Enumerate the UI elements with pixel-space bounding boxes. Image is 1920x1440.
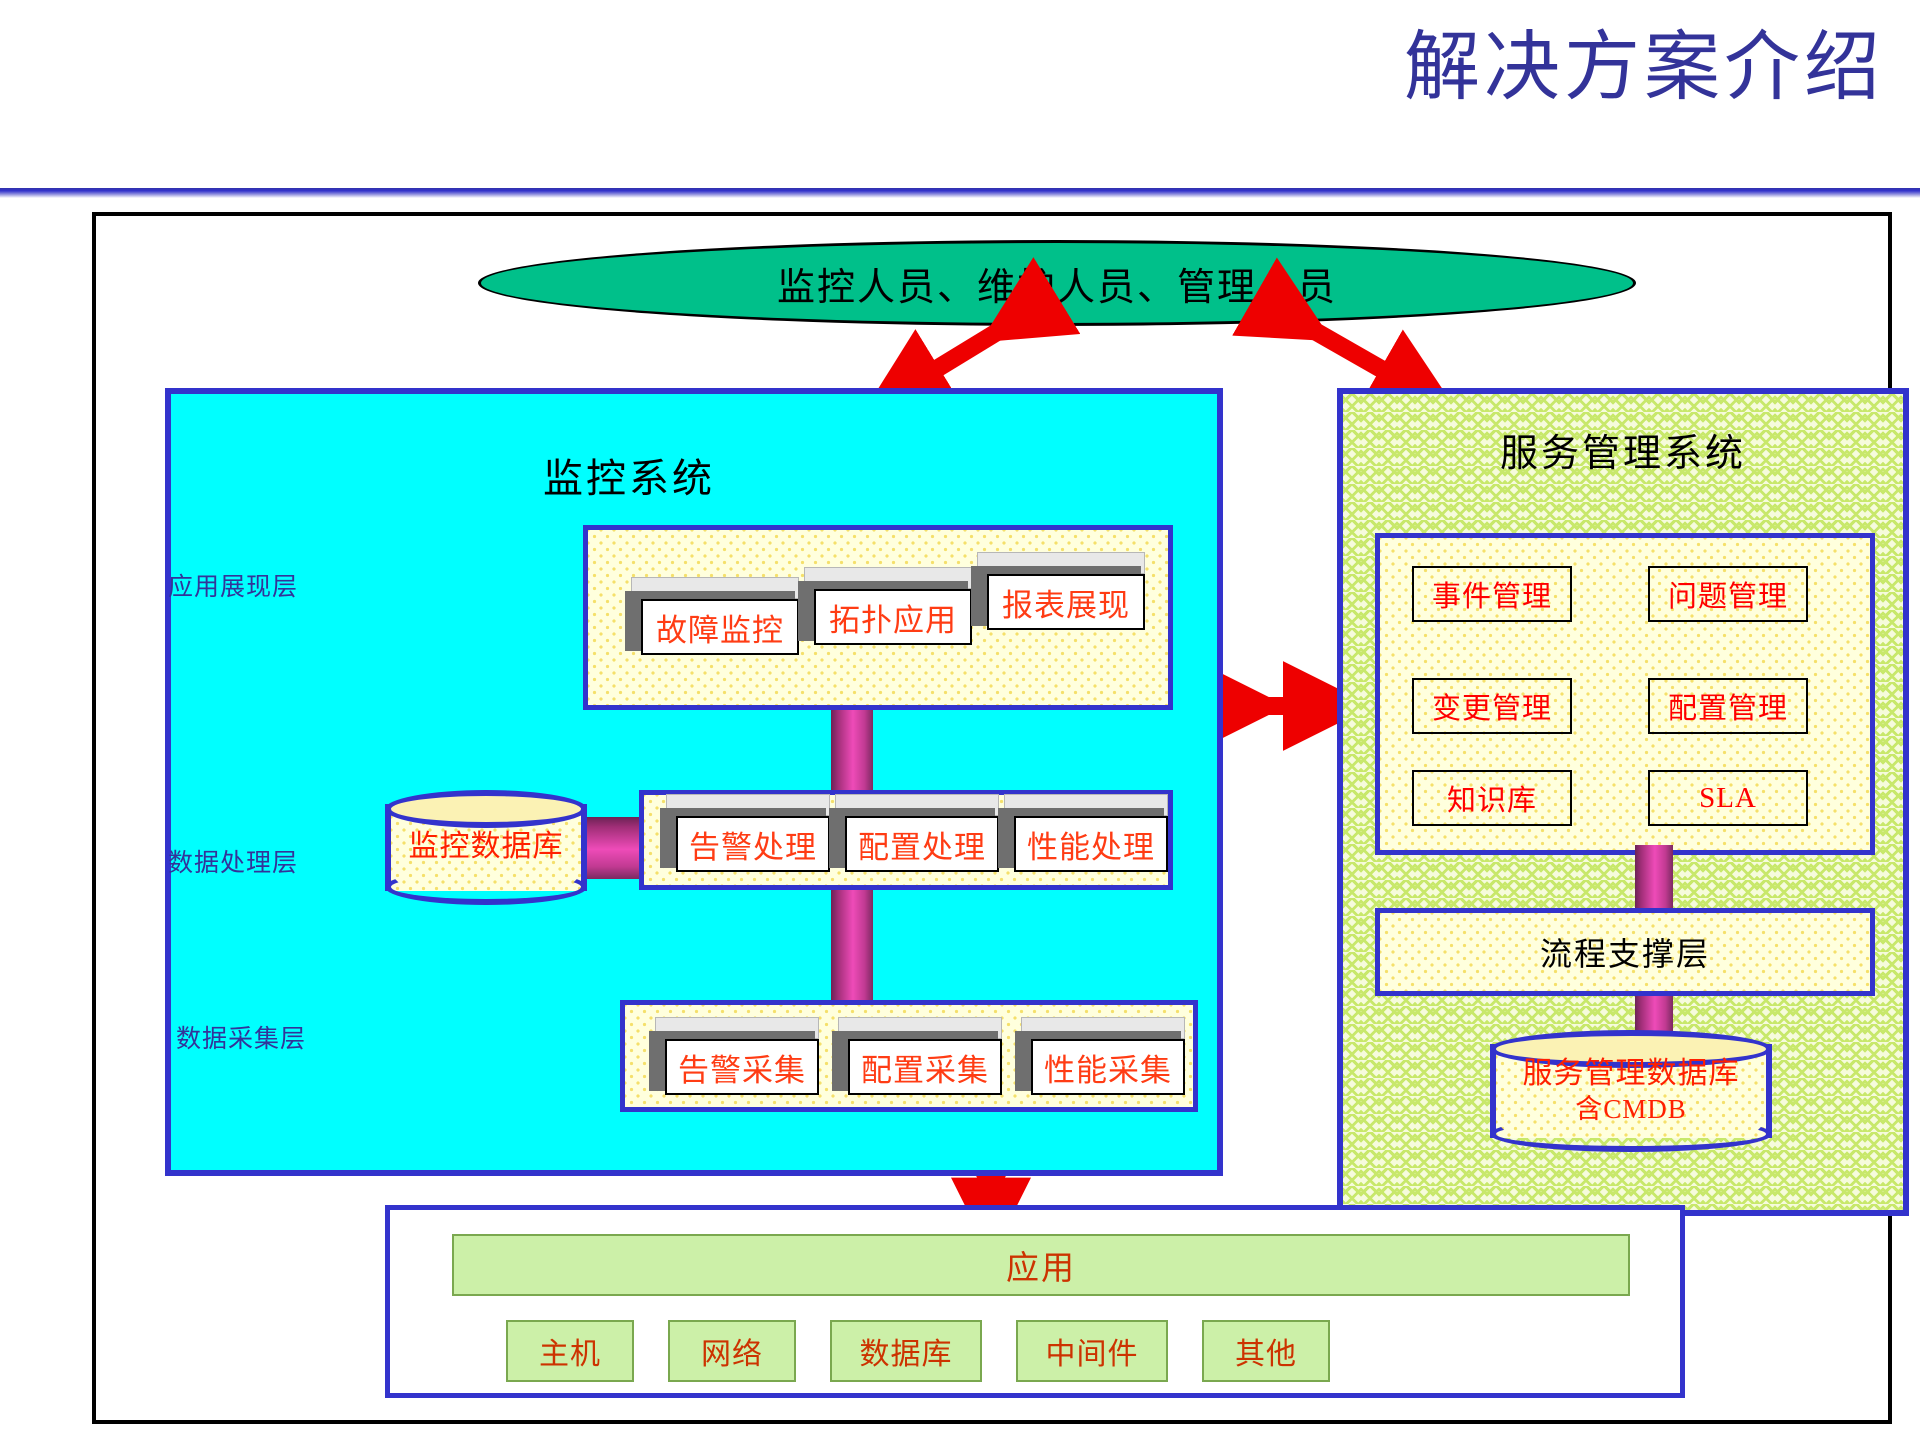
cylinder-top <box>1490 1030 1772 1068</box>
service-item-problem[interactable]: 问题管理 <box>1648 566 1808 622</box>
service-database-label-line2: 含CMDB <box>1575 1093 1687 1124</box>
service-item-knowledge-base[interactable]: 知识库 <box>1412 770 1572 826</box>
app-chip-host[interactable]: 主机 <box>506 1320 634 1382</box>
service-item-change[interactable]: 变更管理 <box>1412 678 1572 734</box>
layer-label-processing: 数据处理层 <box>168 850 299 877</box>
layer-label-collection: 数据采集层 <box>176 1026 307 1053</box>
service-item-sla[interactable]: SLA <box>1648 770 1808 826</box>
card-label: 告警处理 <box>676 816 830 872</box>
connector-items-flow <box>1635 845 1673 917</box>
header-divider <box>0 188 1920 198</box>
service-item-configuration[interactable]: 配置管理 <box>1648 678 1808 734</box>
card-label: 配置采集 <box>848 1039 1002 1095</box>
app-chip-database[interactable]: 数据库 <box>830 1320 982 1382</box>
service-database-cylinder: 服务管理数据库 含CMDB <box>1490 1030 1772 1152</box>
layer-label-presentation: 应用展现层 <box>168 574 299 601</box>
card-label: 性能采集 <box>1031 1039 1185 1095</box>
actors-ellipse: 监控人员、维护人员、管理人员 <box>478 240 1636 326</box>
arrow-actors-to-monitor <box>862 257 1081 415</box>
service-database-label-line1: 服务管理数据库 <box>1522 1057 1740 1091</box>
cylinder-bottom <box>385 869 587 905</box>
page-title: 解决方案介绍 <box>1404 26 1884 110</box>
collection-layer-panel: 告警采集 配置采集 性能采集 <box>620 1000 1198 1112</box>
app-chip-middleware[interactable]: 中间件 <box>1016 1320 1168 1382</box>
connector-db-processing <box>576 817 644 879</box>
flow-support-label: 流程支撑层 <box>1539 936 1710 972</box>
card-label: 拓扑应用 <box>814 589 972 645</box>
presentation-layer-panel: 故障监控 拓扑应用 报表展现 <box>583 525 1173 710</box>
actors-label: 监控人员、维护人员、管理人员 <box>776 266 1337 309</box>
monitor-system-title: 监控系统 <box>543 456 715 501</box>
connector-processing-collection <box>831 872 873 1002</box>
arrow-actors-to-service <box>1232 257 1459 414</box>
card-topology-app[interactable]: 拓扑应用 <box>792 567 972 649</box>
card-report-presentation[interactable]: 报表展现 <box>965 552 1145 634</box>
card-alarm-processing[interactable]: 告警处理 <box>654 794 830 876</box>
card-config-collection[interactable]: 配置采集 <box>826 1017 1002 1099</box>
arrow-monitor-to-service <box>1196 661 1373 751</box>
monitor-database-cylinder: 监控数据库 <box>385 790 587 905</box>
card-label: 性能处理 <box>1014 816 1168 872</box>
application-panel: 应用 主机 网络 数据库 中间件 其他 <box>385 1205 1685 1398</box>
card-fault-monitoring[interactable]: 故障监控 <box>619 577 799 659</box>
service-items-panel: 事件管理 问题管理 变更管理 配置管理 知识库 SLA <box>1375 533 1875 855</box>
card-label: 报表展现 <box>987 574 1145 630</box>
card-alarm-collection[interactable]: 告警采集 <box>643 1017 819 1099</box>
card-config-processing[interactable]: 配置处理 <box>823 794 999 876</box>
application-bar: 应用 <box>452 1234 1630 1296</box>
card-label: 故障监控 <box>641 599 799 655</box>
card-label: 配置处理 <box>845 816 999 872</box>
service-item-incident[interactable]: 事件管理 <box>1412 566 1572 622</box>
monitor-database-label: 监控数据库 <box>408 830 564 864</box>
card-label: 告警采集 <box>665 1039 819 1095</box>
service-database-label: 服务管理数据库 含CMDB <box>1490 1030 1772 1152</box>
flow-support-layer: 流程支撑层 <box>1375 908 1875 996</box>
card-performance-processing[interactable]: 性能处理 <box>992 794 1168 876</box>
service-management-title: 服务管理系统 <box>1499 433 1746 475</box>
cylinder-bottom <box>1490 1116 1772 1152</box>
app-chip-network[interactable]: 网络 <box>668 1320 796 1382</box>
app-chip-other[interactable]: 其他 <box>1202 1320 1330 1382</box>
processing-layer-panel: 告警处理 配置处理 性能处理 <box>639 790 1173 890</box>
cylinder-top <box>385 790 587 828</box>
card-performance-collection[interactable]: 性能采集 <box>1009 1017 1185 1099</box>
